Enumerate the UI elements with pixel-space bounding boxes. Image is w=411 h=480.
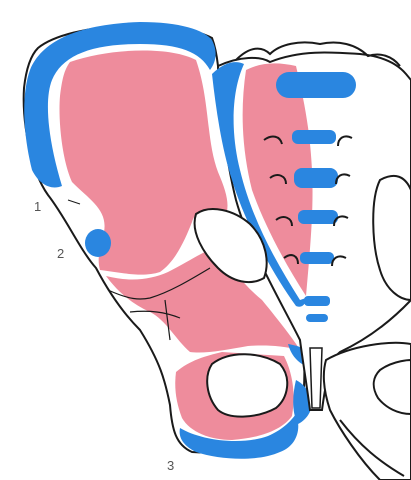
sacral-disc-1 bbox=[292, 130, 336, 144]
coccyx-disc-1 bbox=[304, 296, 330, 306]
marker-2: 2 bbox=[57, 247, 64, 260]
sacral-disc-2 bbox=[294, 168, 338, 188]
sacral-disc-3 bbox=[298, 210, 338, 224]
marker-3: 3 bbox=[167, 459, 174, 472]
sacral-disc-4 bbox=[300, 252, 334, 264]
anterior-spine-cartilage bbox=[85, 229, 111, 257]
obturator-foramen bbox=[207, 354, 287, 416]
marker-1: 1 bbox=[34, 200, 41, 213]
coccyx bbox=[310, 348, 322, 408]
sacral-promontory-cartilage bbox=[276, 72, 356, 98]
coccyx-disc-2 bbox=[306, 314, 328, 322]
